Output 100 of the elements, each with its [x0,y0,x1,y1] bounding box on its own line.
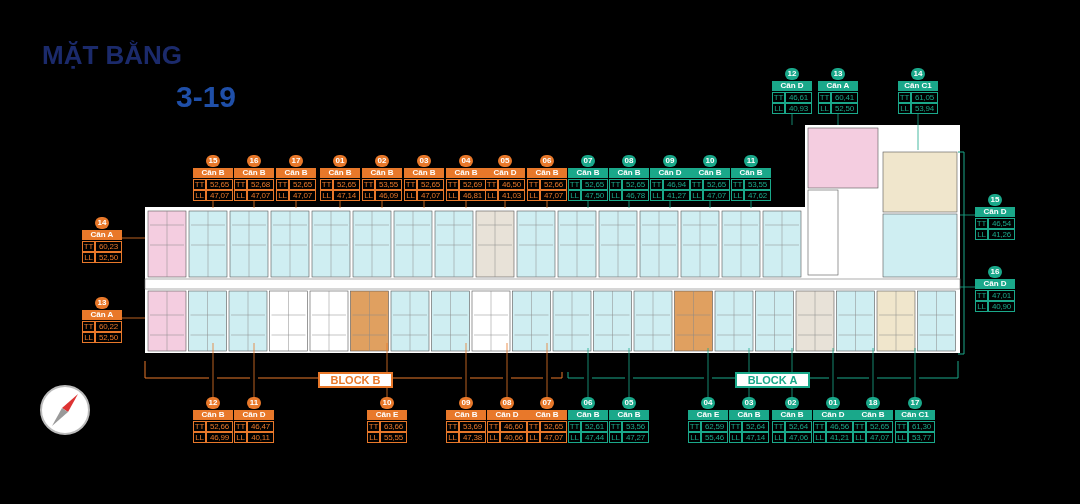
unit-number: 08 [500,397,514,409]
unit-type-label: Căn B [276,168,316,178]
leader-line [212,342,214,398]
area-code: TT [193,421,206,432]
leader-line [423,200,425,209]
unit-type-label: Căn B [404,168,444,178]
area-value: 52,50 [95,252,122,263]
leader-line [339,200,341,209]
unit-number: 13 [831,68,845,80]
unit-type-label: Căn B [853,410,893,420]
unit-number: 12 [206,397,220,409]
area-code: TT [485,179,498,190]
area-code: TT [895,421,908,432]
area-value: 61,30 [908,421,935,432]
unit-number: 01 [826,397,840,409]
unit-number: 11 [247,397,261,409]
unit-type-label: Căn B [568,410,608,420]
area-code: LL [362,190,375,201]
unit-number: 17 [289,155,303,167]
block-label: BLOCK A [735,372,810,388]
area-code: TT [609,179,622,190]
unit-number: 17 [908,397,922,409]
unit-number: 03 [742,397,756,409]
unit-number: 12 [785,68,799,80]
unit-type-label: Căn D [234,410,274,420]
area-value: 47,07 [540,432,567,443]
area-code: LL [898,103,911,114]
area-value: 46,54 [988,218,1015,229]
unit-type-label: Căn A [818,81,858,91]
leader-line [709,200,711,209]
area-value: 53,94 [911,103,938,114]
unit-type-label: Căn E [688,410,728,420]
area-code: LL [818,103,831,114]
unit-number: 06 [581,397,595,409]
area-value: 60,23 [95,241,122,252]
area-code: LL [193,432,206,443]
area-value: 47,07 [206,190,233,201]
unit-type-label: Căn D [487,410,527,420]
unit-number: 09 [459,397,473,409]
area-value: 53,55 [744,179,771,190]
area-value: 52,64 [785,421,812,432]
area-code: LL [731,190,744,201]
unit-type-label: Căn D [772,81,812,91]
leader-line [253,200,255,209]
area-code: TT [193,179,206,190]
area-value: 40,66 [500,432,527,443]
area-code: TT [234,421,247,432]
unit-number: 14 [95,217,109,229]
unit-number: 03 [417,155,431,167]
area-code: TT [975,290,988,301]
area-code: LL [320,190,333,201]
floor-range: 3-19 [176,80,237,114]
area-value: 47,27 [622,432,649,443]
area-value: 47,07 [289,190,316,201]
unit-type-label: Căn C1 [895,410,935,420]
unit-number: 18 [866,397,880,409]
unit-type-label: Căn D [485,168,525,178]
leader-line [587,200,589,209]
area-code: TT [367,421,380,432]
leader-line [212,200,214,209]
area-value: 47,07 [866,432,893,443]
leader-line [628,347,630,398]
area-value: 52,65 [206,179,233,190]
area-value: 40,90 [988,301,1015,312]
area-code: TT [772,421,785,432]
leader-line [750,200,752,209]
area-value: 47,07 [247,190,274,201]
leader-line [295,200,297,209]
unit-type-label: Căn B [527,410,567,420]
unit-number: 06 [540,155,554,167]
area-code: LL [446,432,459,443]
unit-type-label: Căn D [813,410,853,420]
area-value: 41,26 [988,229,1015,240]
unit-type-label: Căn B [446,410,486,420]
area-code: TT [898,92,911,103]
area-code: LL [609,432,622,443]
unit-number: 01 [333,155,347,167]
area-value: 52,65 [703,179,730,190]
leader-line [959,286,976,288]
area-value: 52,66 [540,179,567,190]
area-value: 52,65 [581,179,608,190]
area-value: 52,65 [417,179,444,190]
unit-number: 14 [911,68,925,80]
area-value: 55,55 [380,432,407,443]
unit-type-label: Căn B [609,168,649,178]
area-code: TT [404,179,417,190]
unit-number: 13 [95,297,109,309]
unit-type-label: Căn B [568,168,608,178]
area-code: TT [276,179,289,190]
unit-type-label: Căn B [362,168,402,178]
area-value: 53,69 [459,421,486,432]
unit-type-label: Căn B [446,168,486,178]
area-value: 63,66 [380,421,407,432]
area-value: 52,66 [206,421,233,432]
leader-line [707,347,709,398]
area-value: 46,99 [206,432,233,443]
area-code: TT [320,179,333,190]
leader-line [121,237,146,239]
unit-number: 07 [581,155,595,167]
area-value: 53,77 [908,432,935,443]
